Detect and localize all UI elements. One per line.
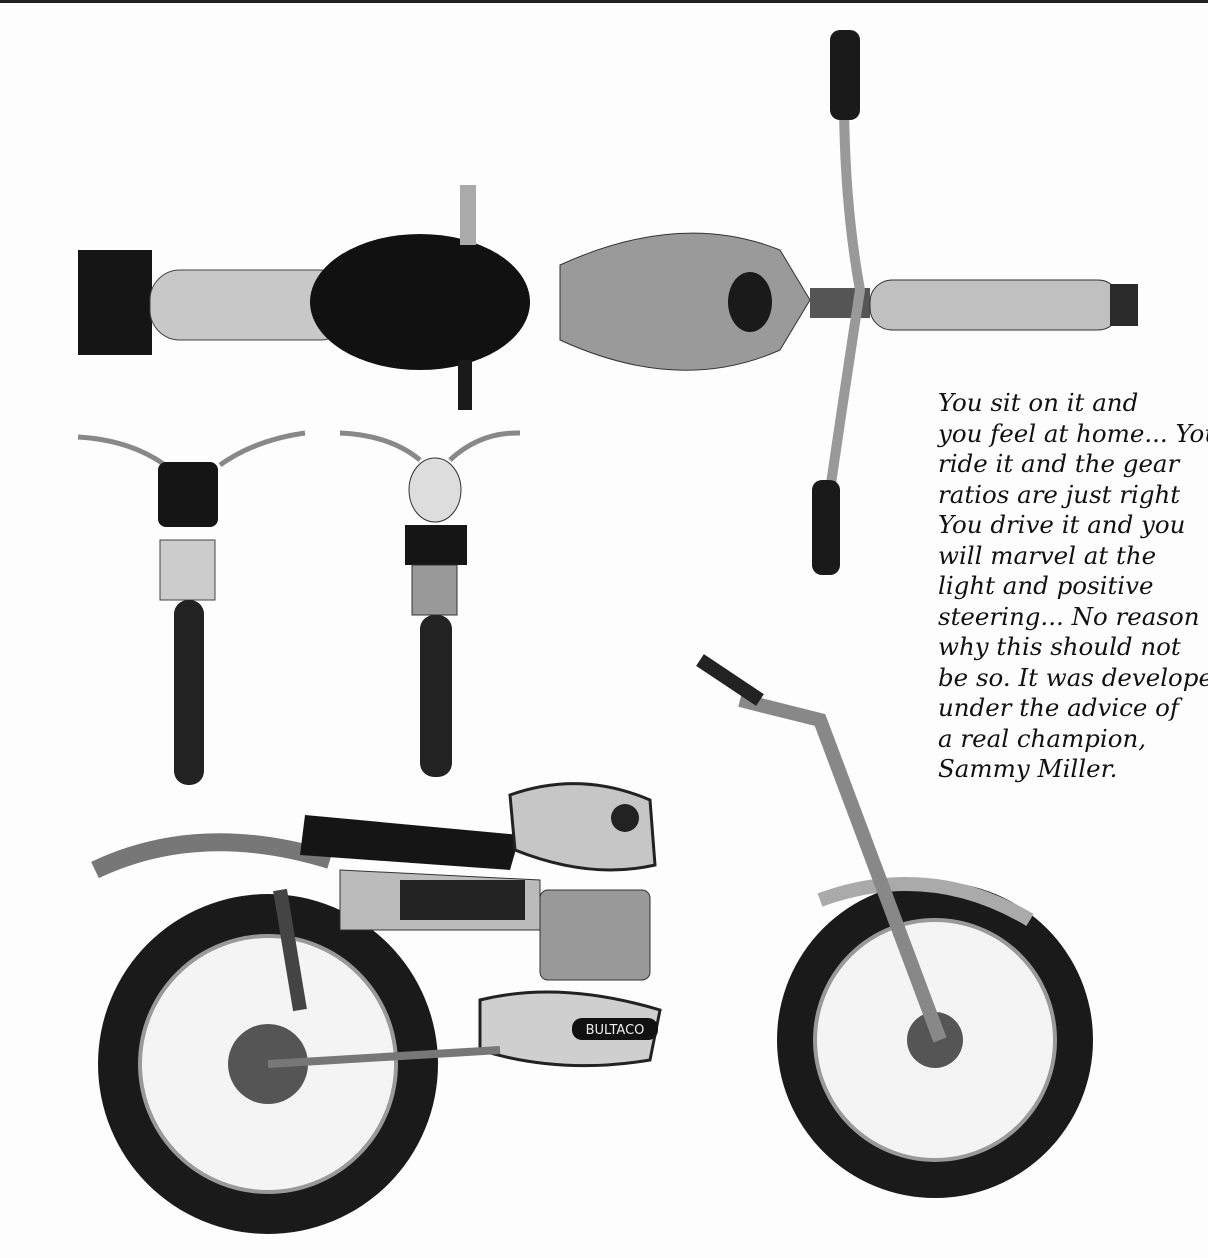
- caption-line: under the advice of: [938, 693, 1179, 722]
- caption-line: steering... No reason: [938, 601, 1200, 631]
- caption-line: You drive it and you: [938, 510, 1186, 539]
- caption-line: ratios are just right: [938, 479, 1181, 509]
- handwritten-caption: You sit on it and you feel at home... Yo…: [938, 388, 1208, 785]
- top-border: [0, 0, 1208, 3]
- engine-badge-logo: BULTACO: [586, 1023, 645, 1038]
- caption-line: you feel at home... You: [938, 418, 1208, 448]
- caption-line: will marvel at the: [938, 540, 1157, 570]
- front-view-photo: [77, 430, 306, 785]
- caption-line: why this should not: [938, 632, 1181, 661]
- caption-line: light and positive: [938, 571, 1154, 600]
- top-view-photo: [78, 30, 1138, 575]
- rear-view-photo: [339, 430, 521, 777]
- caption-line: a real champion,: [938, 723, 1147, 753]
- side-view-photo: BULTACO: [91, 654, 1093, 1234]
- caption-line: be so. It was developed: [938, 662, 1208, 692]
- caption-line: Sammy Miller.: [938, 754, 1118, 783]
- caption-line: ride it and the gear: [938, 449, 1180, 478]
- caption-line: You sit on it and: [938, 388, 1139, 417]
